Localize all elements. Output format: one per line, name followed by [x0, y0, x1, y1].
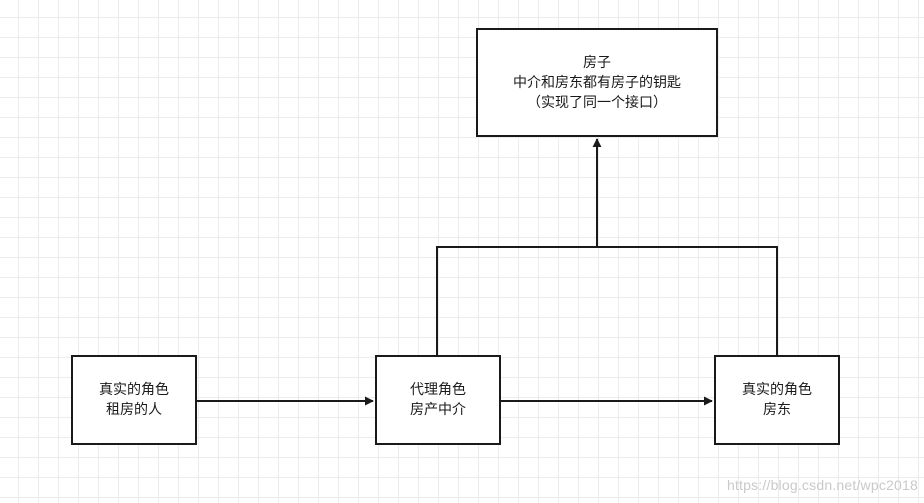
house-node-description: 中介和房东都有房子的钥匙: [513, 74, 681, 91]
watermark-url: https://blog.csdn.net/wpc2018: [726, 477, 918, 493]
agent-node-label: 房产中介: [410, 402, 466, 418]
agent-node-role: 代理角色: [410, 382, 466, 398]
house-node-note: （实现了同一个接口）: [527, 94, 667, 111]
landlord-node[interactable]: 真实的角色 房东: [714, 355, 840, 445]
tenant-node[interactable]: 真实的角色 租房的人: [71, 355, 197, 445]
edge-agent-branch: [436, 246, 597, 355]
agent-node[interactable]: 代理角色 房产中介: [375, 355, 501, 445]
landlord-node-role: 真实的角色: [742, 382, 812, 398]
house-node-title: 房子: [583, 54, 611, 71]
tenant-node-role: 真实的角色: [99, 382, 169, 398]
tenant-node-label: 租房的人: [106, 402, 162, 418]
house-interface-node[interactable]: 房子 中介和房东都有房子的钥匙 （实现了同一个接口）: [476, 28, 718, 137]
landlord-node-label: 房东: [763, 402, 791, 418]
edge-landlord-branch: [597, 246, 778, 355]
